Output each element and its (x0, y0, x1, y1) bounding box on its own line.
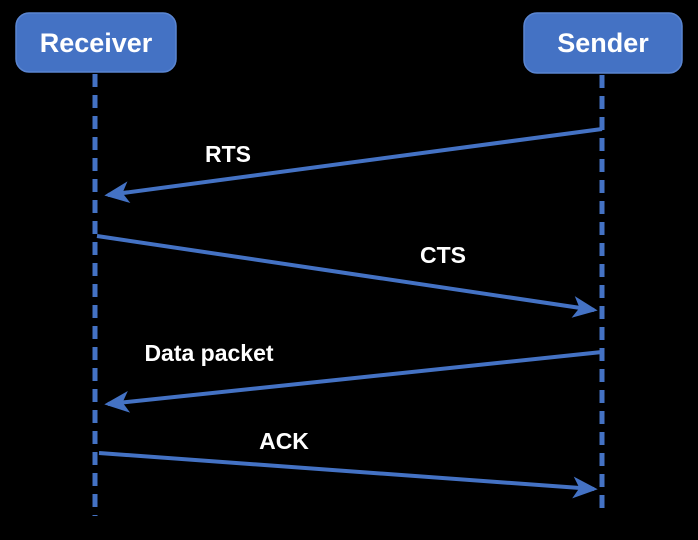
actor-box-sender (523, 12, 683, 74)
actor-label-sender: Sender (557, 28, 649, 58)
message-label-data-packet: Data packet (144, 340, 273, 366)
message-label-rts: RTS (205, 141, 251, 167)
actor-box-receiver (15, 12, 177, 73)
message-arrow-cts (96, 234, 598, 318)
message-arrow-ack (98, 451, 598, 499)
message-arrow-data-packet (104, 350, 603, 413)
message-arrow-rts (104, 127, 603, 204)
actor-sender: Sender (523, 12, 683, 74)
actor-label-receiver: Receiver (40, 28, 153, 58)
message-label-ack: ACK (259, 428, 309, 454)
actor-receiver: Receiver (15, 12, 177, 73)
message-label-cts: CTS (420, 242, 466, 268)
